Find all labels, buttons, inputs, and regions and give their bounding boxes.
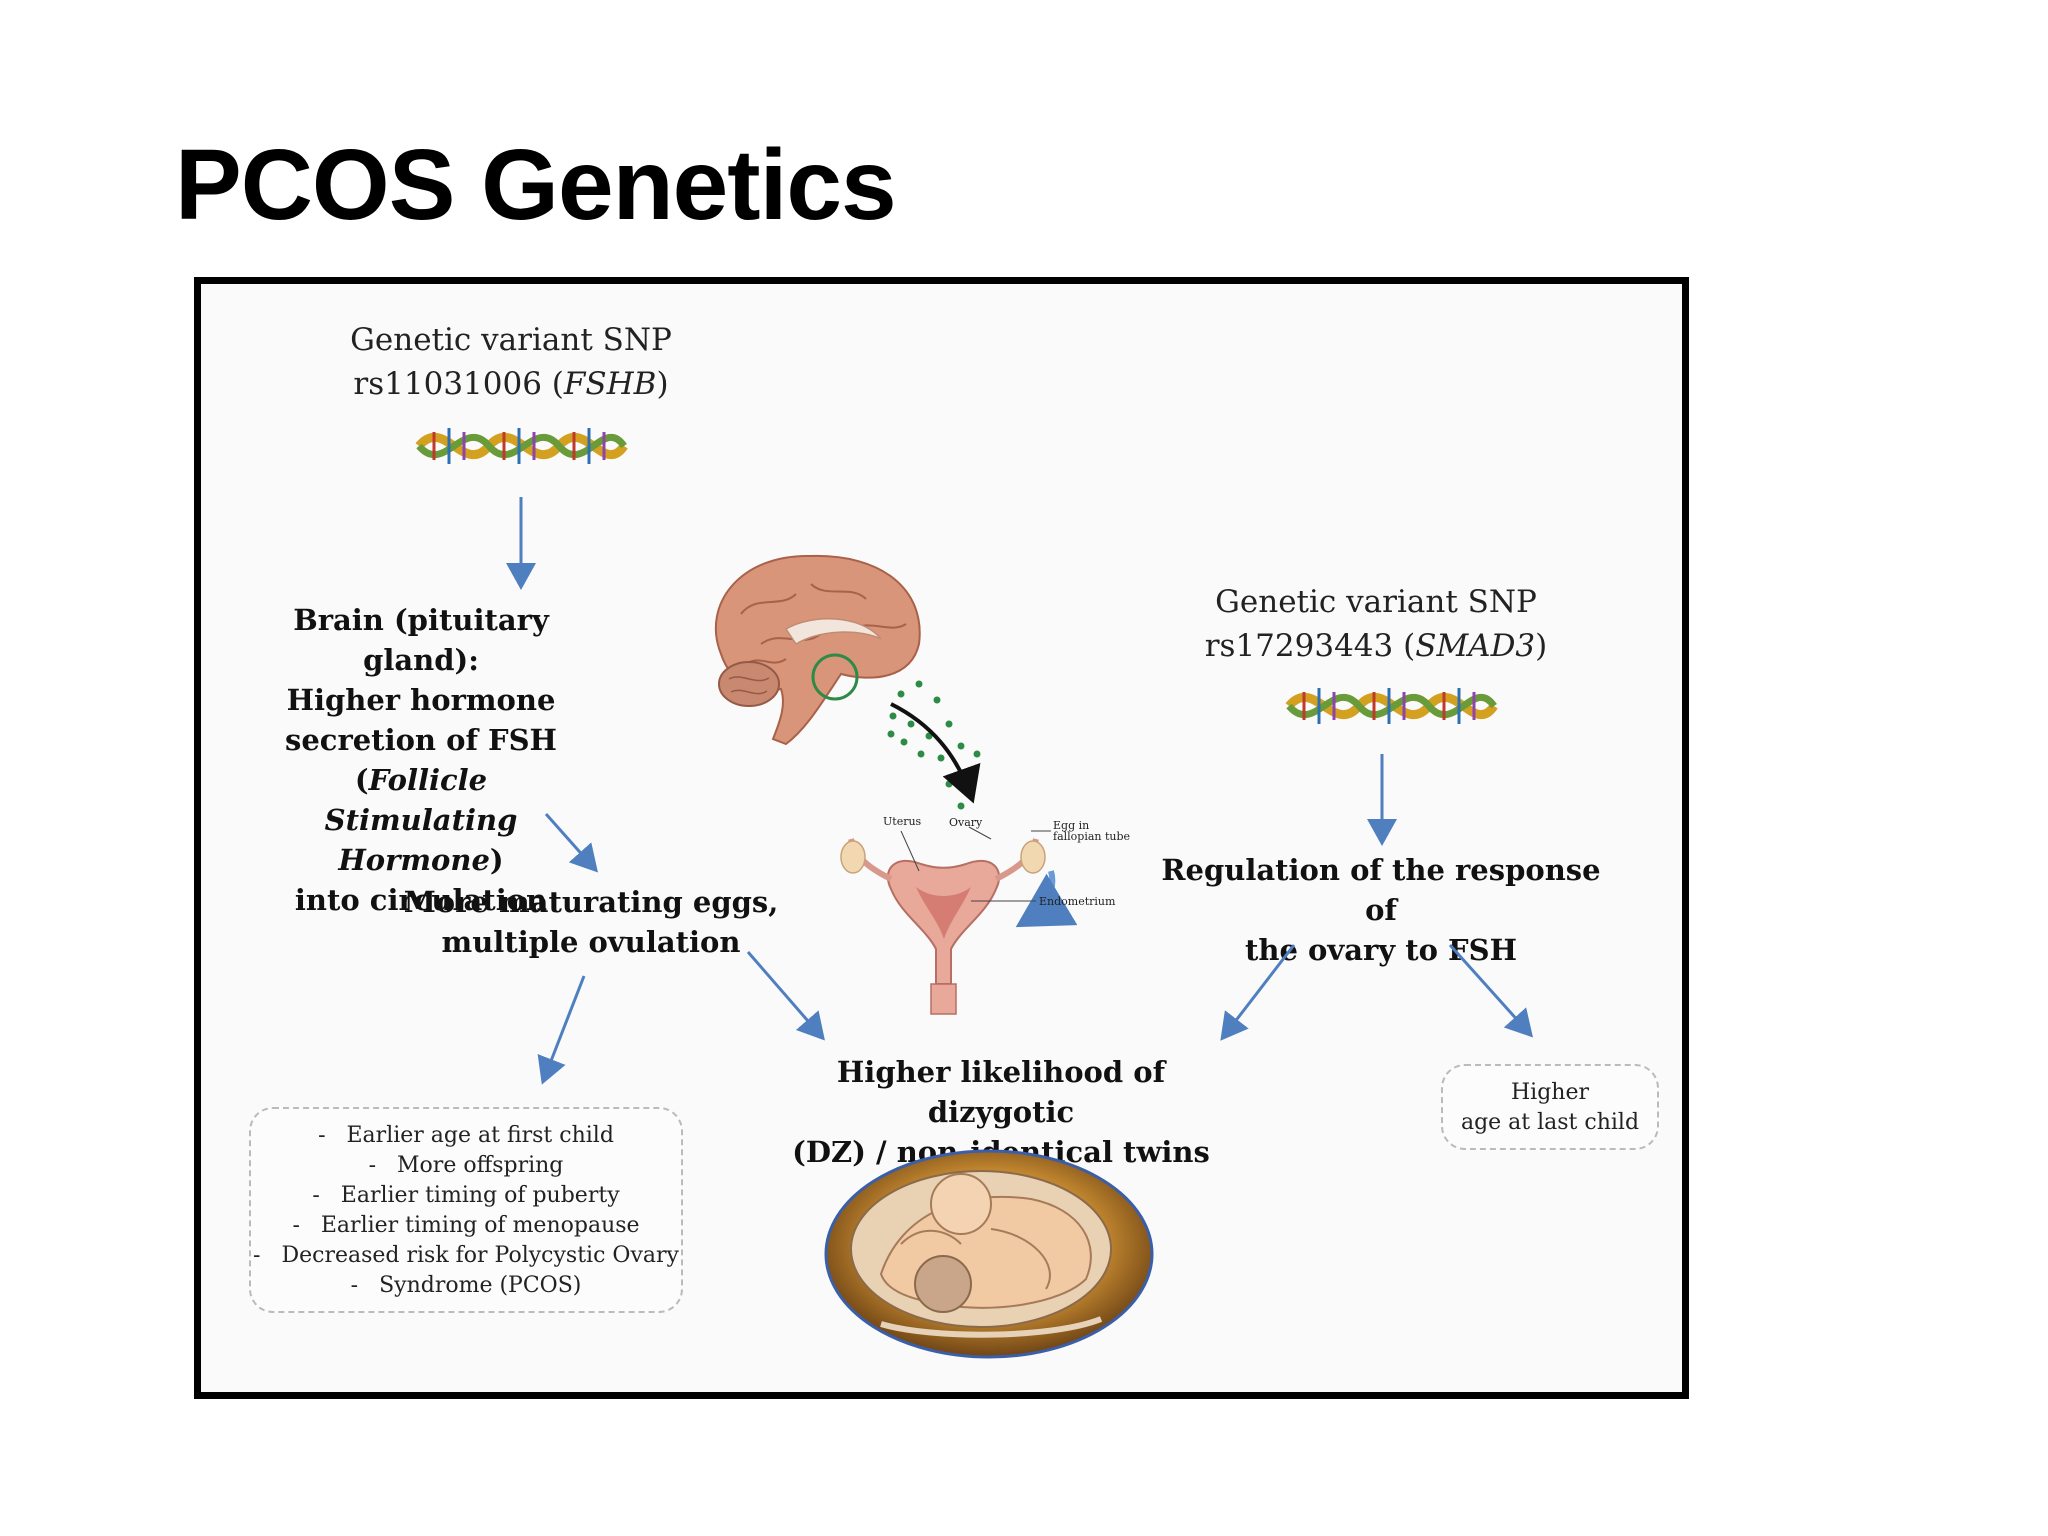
twins-womb-illustration (824, 1149, 1154, 1359)
label-egg-line-2: fallopian tube (1053, 830, 1130, 843)
fsh-circulation (887, 680, 981, 810)
outcome-right-line-1: Higher (1510, 1080, 1589, 1105)
label-endometrium: Endometrium (1039, 895, 1116, 908)
uterus-illustration: Uterus Ovary Egg in fallopian tube Endom… (840, 815, 1130, 1015)
snp1-title: Genetic variant SNP (350, 322, 672, 358)
dna-helix-icon (1285, 688, 1498, 724)
snp2-gene: SMAD3 (1415, 628, 1536, 664)
brain-line-1: Brain (pituitary gland): (293, 603, 549, 677)
slide-title: PCOS Genetics (175, 129, 897, 241)
outcomes-left-box: Earlier age at first child More offsprin… (249, 1107, 683, 1313)
snp2-id: rs17293443 (SMAD3) (1204, 628, 1548, 664)
eggs-line-2: multiple ovulation (441, 925, 741, 959)
brain-text: Brain (pituitary gland): Higher hormone … (241, 600, 601, 920)
diagram-graphics: Uterus Ovary Egg in fallopian tube Endom… (415, 428, 1534, 1359)
outcome-right-line-2: age at last child (1460, 1110, 1640, 1135)
snp1-label: Genetic variant SNP rs11031006 (FSHB) (321, 318, 701, 406)
twins-line-1: Higher likelihood of dizygotic (836, 1055, 1166, 1129)
brain-line-3: secretion of FSH (Follicle (285, 723, 557, 797)
eggs-text: More maturating eggs, multiple ovulation (401, 882, 781, 962)
label-ovary: Ovary (949, 816, 983, 829)
outcome-item-continued: Syndrome (PCOS) (251, 1271, 681, 1301)
arrow-regulation-to-twins (1220, 944, 1296, 1041)
fsh-flow-arrow (890, 702, 981, 804)
brain-illustration (715, 554, 921, 746)
diagram-frame: Genetic variant SNP rs11031006 (FSHB) Br… (194, 277, 1689, 1399)
dna-helix-icon (415, 428, 628, 464)
outcomes-right-box: Higher age at last child (1441, 1064, 1659, 1150)
arrow-brain-to-eggs (544, 813, 598, 873)
outcome-item: Decreased risk for Polycystic Ovary (251, 1241, 681, 1271)
flow-arrows (506, 497, 1534, 1085)
label-egg-line-1: Egg in (1053, 819, 1089, 832)
snp2-title: Genetic variant SNP (1215, 584, 1537, 620)
label-uterus: Uterus (883, 815, 922, 828)
arrow-regulation-to-right-outcome (1448, 943, 1534, 1038)
outcome-item: Earlier timing of menopause (251, 1211, 681, 1241)
outcome-item: Earlier timing of puberty (251, 1181, 681, 1211)
arrow-eggs-to-twins (746, 951, 825, 1041)
snp2-label: Genetic variant SNP rs17293443 (SMAD3) (1176, 580, 1576, 668)
outcome-item: Earlier age at first child (251, 1121, 681, 1151)
snp1-gene: FSHB (563, 366, 657, 402)
arrow-eggs-to-outcomes (537, 975, 586, 1085)
regulation-line-1: Regulation of the response of (1161, 853, 1601, 927)
brain-line-5: into circulation (294, 883, 548, 917)
outcome-item: More offspring (251, 1151, 681, 1181)
brain-line-2: Higher hormone (286, 683, 556, 717)
eggs-line-1: More maturating eggs, (403, 885, 779, 919)
brain-line-4: Stimulating Hormone) (324, 803, 518, 877)
snp1-id: rs11031006 (FSHB) (353, 366, 669, 402)
